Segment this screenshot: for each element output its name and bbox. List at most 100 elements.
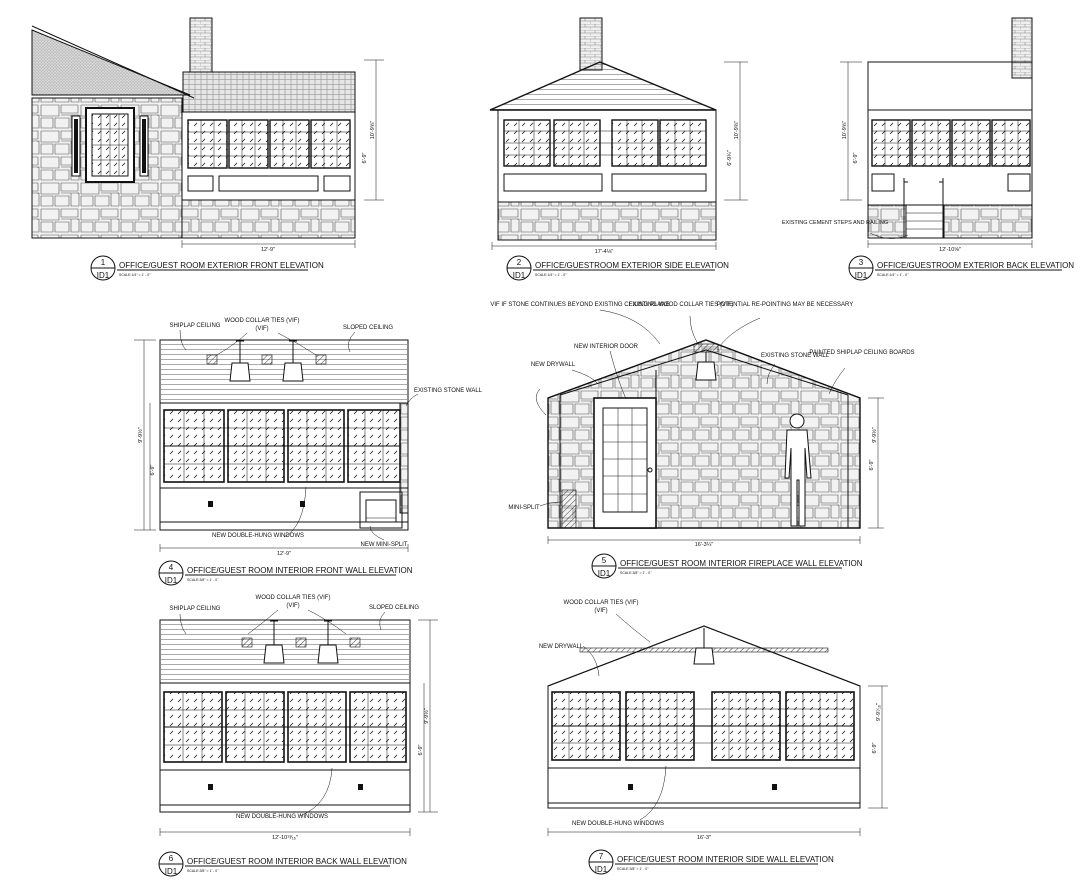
v1-title: OFFICE/GUEST ROOM EXTERIOR FRONT ELEVATI… [119,261,324,270]
v4-scale: SCALE:3/8" = 1' - 0" [187,578,219,582]
v7-sheet: ID1 [595,865,608,874]
shiplap-ceiling-6 [161,621,409,683]
v7-note-drywall: NEW DRYWALL [539,644,584,650]
v3-title-block: 3 ID1 OFFICE/GUESTROOM EXTERIOR BACK ELE… [848,255,1074,281]
pendant-lights-6 [263,620,339,664]
v3-note-steps: EXISTING CEMENT STEPS AND RAILING [782,220,888,226]
v7-dim-width: 16'-3" [697,835,711,841]
v5-note-minisplit: MINI-SPLIT [508,505,540,511]
window-band-4 [163,409,401,483]
v6-title: OFFICE/GUEST ROOM INTERIOR BACK WALL ELE… [187,857,407,866]
v4-number: 4 [169,563,174,572]
v3-sheet: ID1 [855,271,868,280]
collar-ties-6 [241,637,361,648]
v4-title: OFFICE/GUEST ROOM INTERIOR FRONT WALL EL… [187,566,413,575]
steps-and-railing [903,178,945,239]
stone-base-2 [497,201,717,241]
v4-note-windows: NEW DOUBLE-HUNG WINDOWS [212,533,304,539]
human-figure [784,413,812,527]
v4-note-shiplap: SHIPLAP CEILING [170,323,221,329]
v3-number: 3 [859,258,864,267]
v4-dim-height-total: 9'-9½" [137,427,144,443]
v2-dim-width: 17'-4⅛" [595,249,614,255]
pendant-light-7 [693,628,715,665]
v1-dim-height-total: 10'-9⅝" [370,121,376,140]
v4-note-minisplit: NEW MINI-SPLIT [360,542,407,548]
view-1-exterior-front: 10'-9⅝" 6'-9" 12'-9" 1 ID1 OFFICE/GUEST … [31,17,384,281]
chimney-3 [1011,17,1033,79]
v6-note-shiplap: SHIPLAP CEILING [170,606,221,612]
v6-number: 6 [169,854,174,863]
v6-dim-height-total: 9'-9½" [423,708,430,724]
upper-shingle-wall [182,71,356,113]
collar-tie-5 [693,343,719,353]
v4-sheet: ID1 [165,576,178,585]
v5-note-collar: EXISTING WOOD COLLAR TIES (VIF) [629,302,734,308]
v7-dim-height-total: 9'-9⁷⁄₁₆" [875,703,882,721]
view-2-exterior-side: 10'-9⅜" 6'-9¼" 17'-4⅛" 2 ID1 OFFICE/GUES… [489,17,748,281]
pendant-light-5 [695,352,717,381]
view-5-fireplace-wall: 9'-9½" 6'-9" 16'-3¼" VIF IF STONE CONTIN… [490,302,915,579]
lower-stone-band [181,199,356,239]
v5-dim-height-total: 9'-9½" [871,427,878,443]
hip-roof [489,61,717,111]
v5-scale: SCALE:3/8" = 1' - 0" [620,571,652,575]
v5-title-block: 5 ID1 OFFICE/GUEST ROOM INTERIOR FIREPLA… [591,553,863,579]
stone-wall-strip [399,402,409,514]
view-4-interior-front-wall: 9'-9½" 6'-9" 12'-9" SHIPLAP CEILING WOOD… [134,318,483,586]
v3-dim-width: 12'-10⅝" [939,247,961,253]
v7-scale: SCALE:3/8" = 1' - 0" [617,867,649,871]
v5-note-repoint: POTENTIAL RE-POINTING MAY BE NECESSARY [717,302,853,308]
v6-note-collar-vif: (VIF) [286,603,299,609]
interior-door [593,397,657,529]
v2-number: 2 [517,258,522,267]
v6-scale: SCALE:3/8" = 1' - 0" [187,869,219,873]
v1-sheet: ID1 [97,271,110,280]
v5-title: OFFICE/GUEST ROOM INTERIOR FIREPLACE WAL… [620,559,863,568]
view-3-exterior-back: 10'-9⅝" 6'-9" 12'-10⅝" EXISTING CEMENT S… [782,17,1074,281]
v3-dim-height-window: 6'-9" [853,152,859,163]
v6-note-sloped: SLOPED CEILING [369,605,419,611]
v5-dim-height-window: 6'-9" [869,459,875,470]
v1-title-block: 1 ID1 OFFICE/GUEST ROOM EXTERIOR FRONT E… [90,255,324,281]
v5-sheet: ID1 [598,569,611,578]
v2-title: OFFICE/GUESTROOM EXTERIOR SIDE ELEVATION [535,261,729,270]
v5-number: 5 [602,556,607,565]
window-band-1 [187,119,351,192]
window-band-6 [163,691,407,763]
v5-note-vif: VIF IF STONE CONTINUES BEYOND EXISTING C… [490,302,669,308]
chimney [189,17,213,81]
v5-note-stone: EXISTING STONE WALL [761,353,830,359]
v5-dim-width: 16'-3¼" [695,542,714,548]
v4-note-sloped: SLOPED CEILING [343,325,393,331]
v4-note-collar-vif: (VIF) [255,326,268,332]
v4-title-block: 4 ID1 OFFICE/GUEST ROOM INTERIOR FRONT W… [158,560,413,586]
v7-note-collar-vif: (VIF) [594,608,607,614]
v6-dim-height-window: 6'-9" [418,744,424,755]
v3-scale: SCALE:1/4" = 1' - 0" [877,273,909,277]
stone-base-3 [867,204,1033,239]
pendant-lights [229,340,304,382]
collar-ties [206,354,327,365]
v4-dim-height-window: 6'-9" [150,464,156,475]
v2-scale: SCALE:1/4" = 1' - 0" [535,273,567,277]
v7-note-collar: WOOD COLLAR TIES (VIF) [564,600,639,606]
v4-dim-width: 12'-9" [277,551,291,557]
v3-title: OFFICE/GUESTROOM EXTERIOR BACK ELEVATION [877,261,1074,270]
window-band-7 [551,691,855,761]
v2-sheet: ID1 [513,271,526,280]
v7-number: 7 [599,852,604,861]
v2-title-block: 2 ID1 OFFICE/GUESTROOM EXTERIOR SIDE ELE… [506,255,729,281]
v2-dim-height-window: 6'-9¼" [727,150,733,166]
v6-note-collar: WOOD COLLAR TIES (VIF) [256,595,331,601]
v7-title-block: 7 ID1 OFFICE/GUEST ROOM INTERIOR SIDE WA… [588,849,834,875]
v6-sheet: ID1 [165,867,178,876]
v1-number: 1 [101,258,106,267]
v4-note-stone: EXISTING STONE WALL [414,388,483,394]
v5-note-drywall: NEW DRYWALL [531,362,576,368]
v1-dim-width: 12'-9" [261,247,275,253]
view-7-interior-side-wall: 9'-9⁷⁄₁₆" 6'-9" 16'-3" WOOD COLLAR TIES … [539,600,888,875]
v1-scale: SCALE:1/4" = 1' - 0" [119,273,151,277]
view-6-interior-back-wall: 9'-9½" 6'-9" 12'-10¹³⁄₁₆" SHIPLAP CEILIN… [158,595,438,877]
